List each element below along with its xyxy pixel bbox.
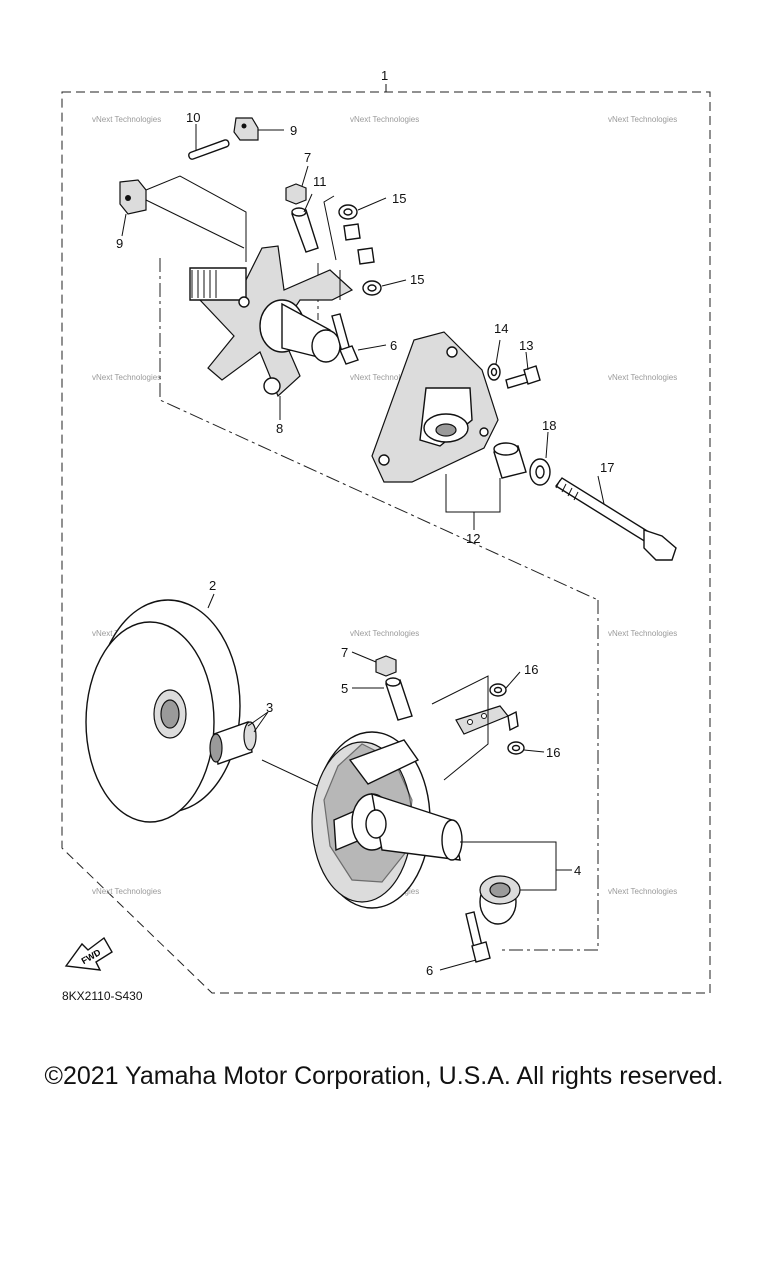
part-4-drive-sheave xyxy=(311,731,463,909)
exploded-parts-diagram: vNext Technologies vNext Technologies vN… xyxy=(61,68,711,1003)
watermark: vNext Technologies xyxy=(92,887,161,896)
part-6-bolt-upper xyxy=(331,313,359,365)
callout-7: 7 xyxy=(341,645,348,660)
axis-line xyxy=(498,600,599,951)
part-7-nut xyxy=(285,183,307,205)
callout-6: 6 xyxy=(390,338,397,353)
callout-4: 4 xyxy=(574,863,581,878)
part-11-collar xyxy=(291,207,319,253)
watermark: vNext Technologies xyxy=(350,115,419,124)
callout-9: 9 xyxy=(290,123,297,138)
callout-16: 16 xyxy=(524,662,538,677)
part-4-bushing xyxy=(479,875,521,925)
part-9-weight-lower xyxy=(119,179,147,215)
part-5-collar xyxy=(385,677,413,721)
part-3-collar xyxy=(209,721,257,765)
watermark: vNext Technologies xyxy=(92,115,161,124)
part-15-washer-lower xyxy=(362,280,382,296)
part-6-bolt-lower xyxy=(465,911,491,963)
watermark: vNext Technologies xyxy=(608,115,677,124)
callout-5: 5 xyxy=(341,681,348,696)
callouts: 1 2 3 4 5 6 6 7 7 8 9 9 10 11 12 13 14 1… xyxy=(116,68,614,978)
diagram-code: 8KX2110-S430 xyxy=(62,989,143,1003)
callout-10: 10 xyxy=(186,110,200,125)
fwd-arrow-icon: FWD xyxy=(64,936,113,971)
part-10-pin xyxy=(188,139,230,160)
callout-15: 15 xyxy=(410,272,424,287)
assembly-boundary xyxy=(61,84,711,994)
watermark: vNext Technologies xyxy=(608,629,677,638)
part-roller xyxy=(343,223,375,265)
part-16-washer-upper xyxy=(489,683,507,697)
part-2-sheave xyxy=(85,599,241,823)
callout-11: 11 xyxy=(313,174,327,189)
callout-18: 18 xyxy=(542,418,556,433)
part-16-washer-lower xyxy=(507,741,525,755)
callout-13: 13 xyxy=(519,338,533,353)
part-12-bushing xyxy=(493,442,527,479)
part-7-nut-lower xyxy=(375,655,397,677)
part-14-washer xyxy=(487,363,501,381)
part-12-cover xyxy=(371,331,499,483)
part-8-spider xyxy=(189,245,354,398)
callout-6: 6 xyxy=(426,963,433,978)
callout-15: 15 xyxy=(392,191,406,206)
callout-2: 2 xyxy=(209,578,216,593)
part-18-washer xyxy=(529,458,551,486)
part-link xyxy=(455,705,519,735)
callout-14: 14 xyxy=(494,321,508,336)
callout-12: 12 xyxy=(466,531,480,546)
callout-17: 17 xyxy=(600,460,614,475)
part-13-bolt xyxy=(505,365,541,389)
copyright-text: ©2021 Yamaha Motor Corporation, U.S.A. A… xyxy=(44,1062,724,1090)
axis-line xyxy=(159,258,599,601)
callout-7: 7 xyxy=(304,150,311,165)
watermark: vNext Technologies xyxy=(608,373,677,382)
part-9-weight-upper xyxy=(233,117,259,141)
callout-1: 1 xyxy=(381,68,388,83)
callout-3: 3 xyxy=(266,700,273,715)
watermark: vNext Technologies xyxy=(350,629,419,638)
watermark: vNext Technologies xyxy=(350,373,419,382)
part-17-long-bolt xyxy=(554,477,677,561)
watermark: vNext Technologies xyxy=(608,887,677,896)
callout-16: 16 xyxy=(546,745,560,760)
watermark: vNext Technologies xyxy=(92,373,161,382)
part-15-washer-upper xyxy=(338,204,358,220)
callout-9: 9 xyxy=(116,236,123,251)
callout-8: 8 xyxy=(276,421,283,436)
